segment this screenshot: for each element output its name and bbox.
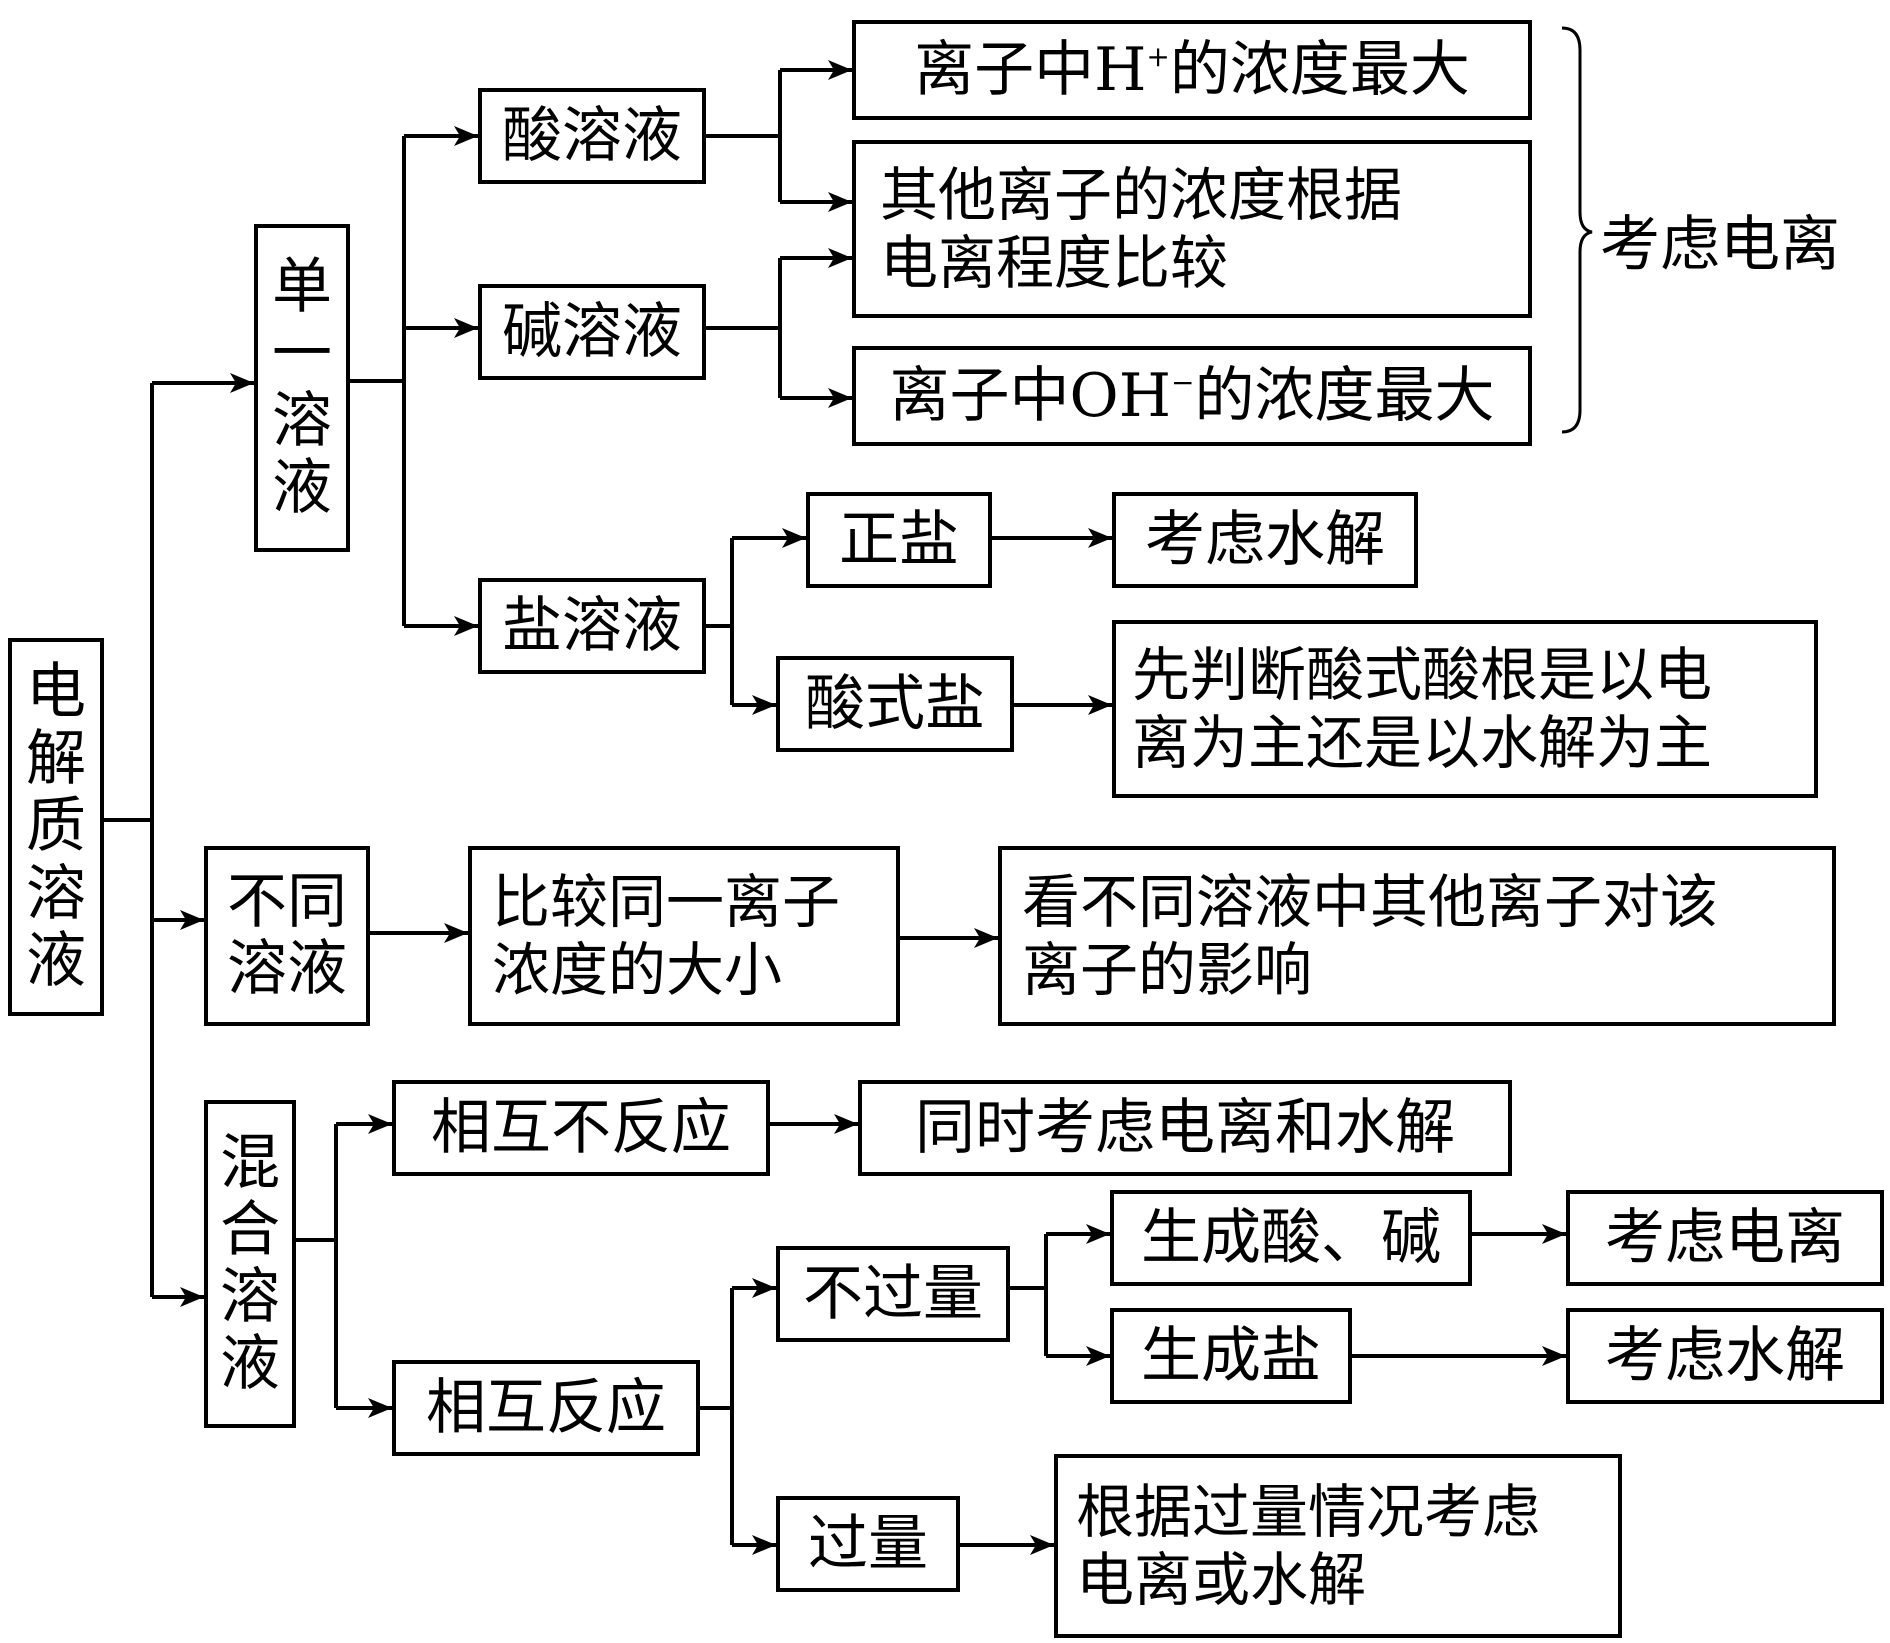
node-acid-label: 酸溶液 [502, 101, 682, 171]
node-others-label: 其他离子的浓度根据 电离程度比较 [880, 160, 1403, 297]
node-compare-label: 比较同一离子 浓度的大小 [492, 867, 841, 1004]
node-react: 相互反应 [392, 1360, 700, 1456]
node-no-react: 相互不反应 [392, 1080, 770, 1176]
node-normal-salt: 正盐 [806, 492, 992, 588]
node-react-label: 相互反应 [426, 1373, 666, 1443]
node-others: 其他离子的浓度根据 电离程度比较 [852, 140, 1532, 318]
node-salt-label: 盐溶液 [502, 591, 682, 661]
node-excess-note-label: 根据过量情况考虑 电离或水解 [1076, 1477, 1541, 1614]
node-root-label: 电解质溶液 [26, 657, 86, 996]
node-gen-acid-base-label: 生成酸、碱 [1141, 1203, 1441, 1273]
node-different-label: 不同溶液 [227, 866, 347, 1004]
node-base-oh-max: 离子中OH−的浓度最大 [852, 346, 1532, 446]
brace-note: 考虑电离 [1600, 210, 1840, 280]
node-salt: 盐溶液 [478, 578, 706, 674]
node-excess-note: 根据过量情况考虑 电离或水解 [1054, 1454, 1622, 1638]
node-excess: 过量 [776, 1496, 960, 1592]
node-root: 电解质溶液 [8, 638, 104, 1016]
node-single-label: 单一溶液 [272, 251, 332, 524]
node-gen-salt-note-label: 考虑水解 [1605, 1321, 1845, 1391]
node-acid-salt: 酸式盐 [776, 656, 1014, 752]
node-different-note-label: 看不同溶液中其他离子对该 离子的影响 [1022, 867, 1719, 1004]
node-mixed: 混合溶液 [204, 1100, 296, 1428]
node-gen-acid-base: 生成酸、碱 [1110, 1190, 1472, 1286]
node-acid: 酸溶液 [478, 88, 706, 184]
node-no-react-note: 同时考虑电离和水解 [858, 1080, 1512, 1176]
node-gen-salt: 生成盐 [1110, 1308, 1352, 1404]
node-excess-label: 过量 [808, 1509, 928, 1579]
node-mixed-label: 混合溶液 [220, 1127, 280, 1400]
node-normal-salt-label: 正盐 [839, 505, 959, 575]
node-no-react-label: 相互不反应 [431, 1093, 731, 1163]
node-acid-salt-label: 酸式盐 [805, 669, 985, 739]
node-acid-salt-note: 先判断酸式酸根是以电 离为主还是以水解为主 [1112, 620, 1818, 798]
node-gen-salt-label: 生成盐 [1141, 1321, 1321, 1391]
node-no-react-note-label: 同时考虑电离和水解 [915, 1093, 1455, 1163]
node-base-oh-max-label: 离子中OH−的浓度最大 [889, 361, 1495, 431]
node-gen-acid-base-note: 考虑电离 [1566, 1190, 1884, 1286]
node-not-excess-label: 不过量 [803, 1259, 983, 1329]
node-acid-salt-note-label: 先判断酸式酸根是以电 离为主还是以水解为主 [1132, 640, 1713, 777]
node-single: 单一溶液 [254, 224, 350, 552]
node-base: 碱溶液 [478, 284, 706, 380]
brace [1561, 26, 1593, 434]
node-compare: 比较同一离子 浓度的大小 [468, 846, 900, 1026]
node-normal-salt-note: 考虑水解 [1112, 492, 1418, 588]
node-normal-salt-note-label: 考虑水解 [1145, 505, 1385, 575]
node-different-note: 看不同溶液中其他离子对该 离子的影响 [998, 846, 1836, 1026]
node-base-label: 碱溶液 [502, 297, 682, 367]
node-different: 不同溶液 [204, 846, 370, 1026]
node-not-excess: 不过量 [776, 1246, 1010, 1342]
node-gen-acid-base-note-label: 考虑电离 [1605, 1203, 1845, 1273]
node-acid-h-max: 离子中H+的浓度最大 [852, 20, 1532, 120]
node-gen-salt-note: 考虑水解 [1566, 1308, 1884, 1404]
node-acid-h-max-label: 离子中H+的浓度最大 [914, 35, 1470, 105]
